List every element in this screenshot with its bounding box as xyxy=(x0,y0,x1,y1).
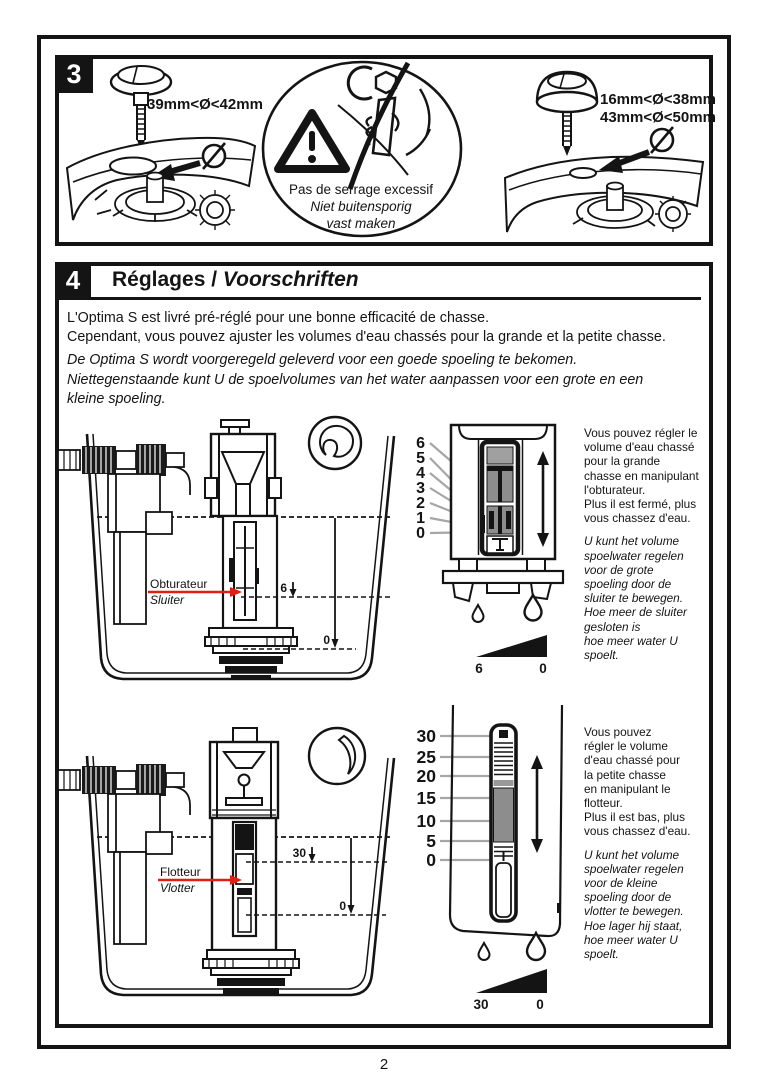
part-label-flotteur: Flotteur xyxy=(160,865,201,879)
part-label-vlotter: Vlotter xyxy=(160,881,196,895)
section-4-box xyxy=(55,262,713,1028)
flush-valve xyxy=(202,727,300,995)
title-nl: Voorschriften xyxy=(222,268,359,291)
ramp-icon xyxy=(476,969,547,993)
level-mark-top: 30 xyxy=(293,846,307,860)
warning-text-nl-1: Niet buitensporig xyxy=(310,199,412,214)
scale-numbers: 30 25 20 15 10 5 0 xyxy=(417,726,437,870)
intro-nl-line: De Optima S wordt voorgeregeld geleverd … xyxy=(67,352,578,368)
svg-text:10: 10 xyxy=(417,811,437,831)
wrench-hand-icon xyxy=(337,61,432,190)
caption-big-flush: Vous pouvez régler le volume d'eau chass… xyxy=(584,426,718,662)
svg-text:5: 5 xyxy=(426,831,436,851)
page-number: 2 xyxy=(379,1056,389,1073)
section-4-badge: 4 xyxy=(55,262,91,298)
valve-mechanism xyxy=(94,171,235,230)
diameter-symbol xyxy=(201,142,227,170)
part-pointer-arrow xyxy=(158,875,242,885)
svg-text:2: 2 xyxy=(416,495,425,512)
intro-french: L'Optima S est livré pré-réglé pour une … xyxy=(67,309,697,346)
dimension-label-small-1: 16mm<Ø<38mm xyxy=(600,91,716,108)
caption-nl: U kunt het volume spoelwater regelen voo… xyxy=(584,847,684,962)
section-4-title: Réglages / Voorschriften xyxy=(112,268,359,292)
part-label-sluiter: Sluiter xyxy=(150,593,185,607)
ramp-label-left: 30 xyxy=(473,997,488,1012)
valve-mechanism xyxy=(572,181,691,232)
level-mark-bottom: 0 xyxy=(323,633,330,647)
small-flush-symbol xyxy=(307,726,367,786)
flush-valve xyxy=(204,419,298,680)
caption-small-flush: Vous pouvez régler le volume d'eau chass… xyxy=(584,725,718,961)
closeup-obturateur: 6 5 4 3 2 1 0 6 0 xyxy=(416,423,565,676)
svg-text:30: 30 xyxy=(417,726,437,746)
small-drop-icon xyxy=(471,602,485,623)
arrow-to-hole xyxy=(599,149,651,173)
small-drop-icon xyxy=(477,940,491,961)
caption-nl: U kunt het volume spoelwater regelen voo… xyxy=(584,534,687,663)
push-button-dome xyxy=(535,70,599,156)
intro-fr-line: Cependant, vous pouvez ajuster les volum… xyxy=(67,328,666,345)
section-3-badge: 3 xyxy=(55,55,93,93)
tank-lid xyxy=(503,155,705,233)
level-marks xyxy=(246,838,388,916)
part-pointer-arrow xyxy=(148,587,242,597)
closeup-flotteur: 30 25 20 15 10 5 0 30 0 xyxy=(417,704,564,1012)
svg-text:25: 25 xyxy=(417,747,437,767)
intro-nl-line: Niettegenstaande kunt U de spoelvolumes … xyxy=(67,371,644,388)
adjuster-channel xyxy=(479,439,521,557)
diagram-tank-big-flush: Obturateur Sluiter 6 0 xyxy=(57,415,396,681)
diameter-symbol xyxy=(649,126,675,154)
illustration-button-small: 16mm<Ø<38mm 43mm<Ø<50mm xyxy=(503,70,716,233)
dimension-label-large: 39mm<Ø<42mm xyxy=(147,96,263,113)
part-label-obturateur: Obturateur xyxy=(150,577,207,591)
svg-text:15: 15 xyxy=(417,788,437,808)
diagram-tank-small-flush: Flotteur Vlotter 30 0 xyxy=(57,726,396,997)
svg-text:5: 5 xyxy=(416,450,425,467)
dimension-label-small-2: 43mm<Ø<50mm xyxy=(600,109,716,126)
illustration-button-large: 39mm<Ø<42mm xyxy=(65,65,263,230)
header-divider xyxy=(59,297,701,300)
level-marks xyxy=(241,518,390,650)
adjust-arrow-icon xyxy=(537,451,549,547)
warning-triangle-icon xyxy=(274,109,350,173)
scale-leader-lines xyxy=(440,734,491,862)
intro-dutch: De Optima S wordt voorgeregeld geleverd … xyxy=(67,351,697,410)
svg-text:3: 3 xyxy=(416,480,425,497)
warning-text-nl-2: vast maken xyxy=(326,216,395,231)
ramp-icon xyxy=(476,635,547,657)
svg-text:0: 0 xyxy=(416,525,425,542)
page-border xyxy=(37,35,731,1049)
flush-volume-legend xyxy=(471,592,547,657)
valve-housing xyxy=(448,704,564,938)
ramp-label-right: 0 xyxy=(536,997,544,1012)
level-mark-bottom: 0 xyxy=(339,899,346,913)
svg-text:0: 0 xyxy=(426,850,436,870)
big-drop-icon xyxy=(525,930,547,962)
title-fr: Réglages / xyxy=(112,268,223,291)
adjust-arrow-icon xyxy=(531,755,543,853)
ramp-label-left: 6 xyxy=(475,661,483,676)
ramp-label-right: 0 xyxy=(539,661,547,676)
svg-text:4: 4 xyxy=(416,465,425,482)
float-column xyxy=(489,723,518,923)
fill-valve xyxy=(57,764,191,945)
caption-fr: Vous pouvez régler le volume d'eau chass… xyxy=(584,426,699,526)
intro-fr-line: L'Optima S est livré pré-réglé pour une … xyxy=(67,310,490,326)
svg-text:1: 1 xyxy=(416,510,425,527)
scale-numbers: 6 5 4 3 2 1 0 xyxy=(416,435,425,542)
svg-text:6: 6 xyxy=(416,435,425,452)
caption-fr: Vous pouvez régler le volume d'eau chass… xyxy=(584,725,691,839)
level-mark-top: 6 xyxy=(280,581,287,595)
warning-text-fr: Pas de serrage excessif xyxy=(289,182,433,197)
illustration-warning: Pas de serrage excessif Niet buitenspori… xyxy=(261,60,463,238)
fill-valve xyxy=(57,444,191,625)
flush-volume-legend xyxy=(476,930,547,993)
intro-nl-line: kleine spoeling. xyxy=(67,391,166,407)
big-drop-icon xyxy=(523,592,543,622)
big-flush-symbol xyxy=(307,415,363,471)
svg-text:20: 20 xyxy=(417,766,437,786)
